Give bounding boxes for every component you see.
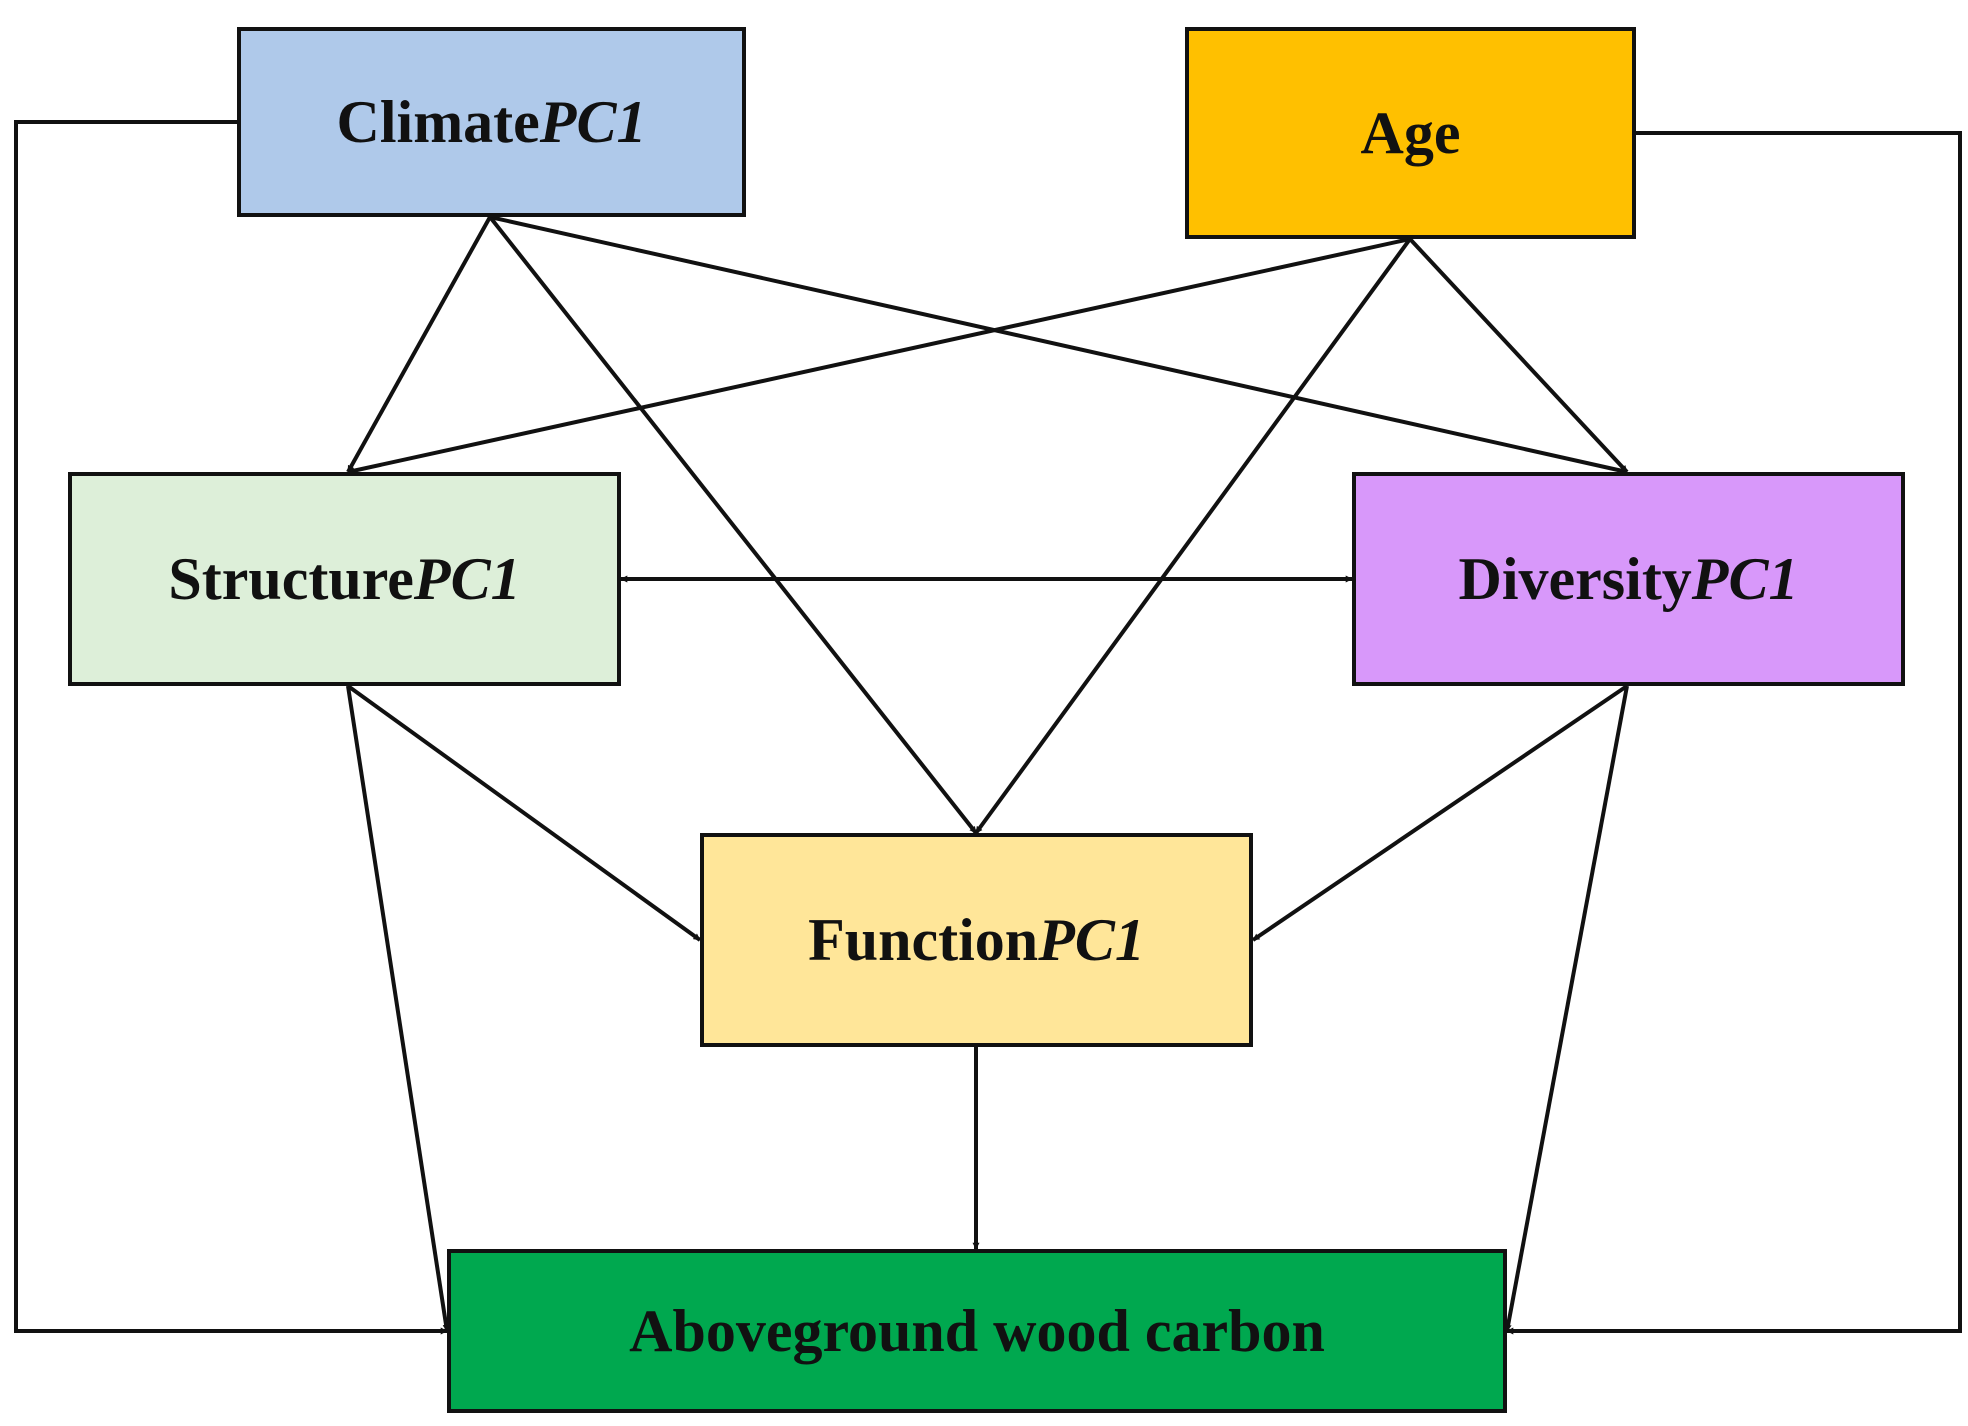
edge-structure-to-function <box>346 684 702 942</box>
edge-age-to-structure <box>347 237 1411 475</box>
node-function-label: Function <box>808 906 1039 973</box>
node-age: Age <box>1185 27 1636 239</box>
edge-climate-to-function <box>488 215 978 835</box>
node-carbon-label: Aboveground wood carbon <box>629 1297 1325 1364</box>
edge-diversity-to-function <box>1251 684 1629 942</box>
edge-age-to-function <box>974 237 1412 835</box>
edge-climate-to-structure <box>346 216 492 473</box>
node-climate-suffix: PC1 <box>539 88 647 155</box>
edge-age-to-carbon <box>1506 131 1962 1335</box>
node-climate-label: Climate <box>336 88 540 155</box>
node-carbon: Aboveground wood carbon <box>447 1249 1507 1413</box>
edge-age-to-diversity <box>1408 237 1629 474</box>
edge-structure-to-carbon <box>346 685 450 1332</box>
node-structure-label: Structure <box>168 545 414 612</box>
node-function-suffix: PC1 <box>1038 906 1145 973</box>
node-diversity-suffix: PC1 <box>1691 545 1799 612</box>
edge-diversity-to-carbon <box>1504 685 1629 1332</box>
edge-climate-to-carbon <box>14 120 448 1335</box>
node-diversity-label: Diversity <box>1458 545 1692 612</box>
edge-climate-to-diversity <box>489 215 1628 475</box>
node-structure-suffix: PC1 <box>413 545 521 612</box>
node-age-label: Age <box>1360 99 1461 166</box>
